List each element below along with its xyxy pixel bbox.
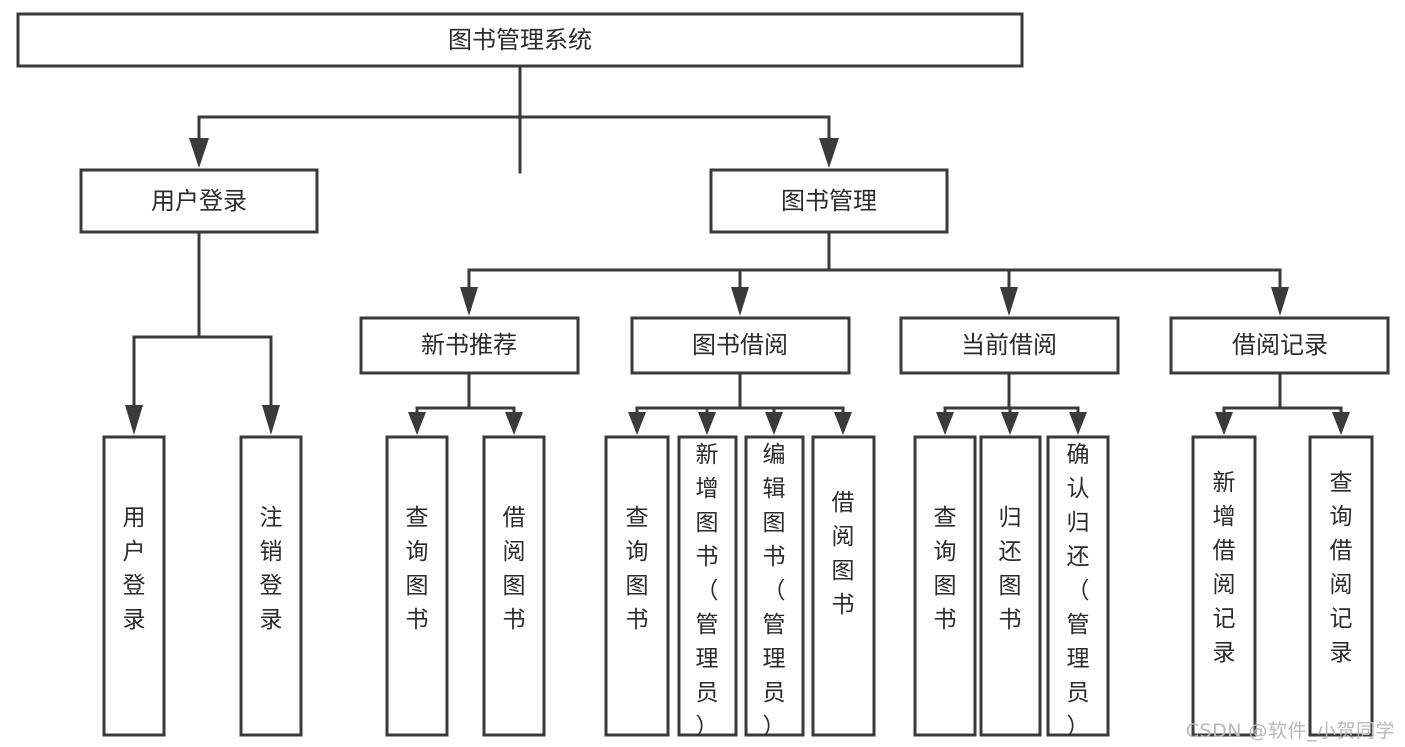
node-label-current-borrow: 当前借阅 [961,331,1057,359]
node-label-leaf-logout: 注销登录 [260,505,283,633]
arrow-newbook [460,287,478,316]
node-label-leaf-user-login: 用户登录 [123,505,146,633]
node-label-user-login: 用户登录 [151,187,247,215]
node-book-management[interactable]: 图书管理 [709,168,949,234]
node-leaf-borrow-book-2[interactable]: 借阅图书 [811,435,876,737]
arrow-nb2 [505,412,523,435]
node-box [1169,316,1390,375]
node-label-leaf-query-borrow-record: 查询借阅记录 [1330,470,1353,666]
node-box [482,435,546,737]
arrow-bb3 [765,412,783,435]
arrow-current [1000,287,1018,316]
node-label-leaf-query-book-1: 查询图书 [406,505,429,633]
node-box [1046,435,1110,737]
node-leaf-confirm-return-admin[interactable]: 确认归还（管理员） [1046,435,1110,740]
arrow-records [1271,287,1289,316]
node-label-book-borrow: 图书借阅 [692,331,788,359]
arrow-bb1 [628,412,646,435]
node-leaf-add-book-admin[interactable]: 新增图书（管理员） [677,435,738,740]
node-box [899,316,1120,375]
node-box [16,12,1024,68]
node-borrow-records[interactable]: 借阅记录 [1169,316,1390,375]
node-box [630,316,851,375]
node-label-borrow-records: 借阅记录 [1232,331,1328,359]
node-leaf-logout[interactable]: 注销登录 [239,435,303,737]
node-box [979,435,1042,737]
node-label-leaf-edit-book-admin: 编辑图书（管理员） [763,442,786,740]
node-box [604,435,670,737]
node-leaf-query-book-2[interactable]: 查询图书 [604,435,670,737]
node-leaf-edit-book-admin[interactable]: 编辑图书（管理员） [744,435,805,740]
node-box [811,435,876,737]
arrow-nb1 [408,412,426,435]
node-label-leaf-confirm-return-admin: 确认归还（管理员） [1067,442,1090,740]
node-box [239,435,303,737]
node-leaf-add-borrow-record[interactable]: 新增借阅记录 [1191,435,1257,737]
edge-group-current-children [936,371,1087,435]
edge-group-userlogin-children [125,230,280,435]
node-user-login[interactable]: 用户登录 [79,168,319,234]
node-leaf-borrow-book-1[interactable]: 借阅图书 [482,435,546,737]
node-box [709,168,949,234]
node-label-leaf-add-borrow-record: 新增借阅记录 [1213,470,1236,666]
edge-group-bookmanage-children [460,230,1289,316]
arrow-book-manage [819,138,839,168]
node-label-leaf-borrow-book-2: 借阅图书 [832,490,855,618]
node-label-leaf-borrow-book-1: 借阅图书 [503,505,526,633]
edge-group-newbook-children [408,371,523,435]
node-label-book-management: 图书管理 [781,187,877,215]
node-leaf-return-book[interactable]: 归还图书 [979,435,1042,737]
arrow-cb2 [1001,412,1019,435]
node-box [102,435,166,737]
node-box [1308,435,1374,737]
csdn-watermark: CSDN @软件_小贺同学 [1185,720,1395,742]
arrow-leaf-logout [262,405,280,435]
edge-group-records-children [1215,371,1350,435]
node-box [359,316,580,375]
node-leaf-query-book-1[interactable]: 查询图书 [385,435,449,737]
node-label-leaf-query-book-3: 查询图书 [934,505,957,633]
node-label-new-book-recommend: 新书推荐 [421,331,517,359]
arrow-leaf-userlogin [125,405,143,435]
edge-group-borrow-children [628,371,852,435]
node-label-leaf-return-book: 归还图书 [999,505,1022,633]
edge-group-root-to-level2 [189,64,839,174]
arrow-bb2 [698,412,716,435]
arrow-cb3 [1069,412,1087,435]
node-new-book-recommend[interactable]: 新书推荐 [359,316,580,375]
node-leaf-query-borrow-record[interactable]: 查询借阅记录 [1308,435,1374,737]
node-box [79,168,319,234]
node-current-borrow[interactable]: 当前借阅 [899,316,1120,375]
arrow-user-login [189,138,209,168]
node-box [1191,435,1257,737]
node-label-root: 图书管理系统 [448,26,592,54]
node-leaf-query-book-3[interactable]: 查询图书 [913,435,977,737]
node-leaf-user-login[interactable]: 用户登录 [102,435,166,737]
arrow-cb1 [936,412,954,435]
node-label-leaf-query-book-2: 查询图书 [626,505,649,633]
arrow-bb4 [834,412,852,435]
node-box [385,435,449,737]
node-box [677,435,738,737]
arrow-rb2 [1332,412,1350,435]
node-box [913,435,977,737]
arrow-rb1 [1215,412,1233,435]
node-book-borrow[interactable]: 图书借阅 [630,316,851,375]
arrow-borrow [731,287,749,316]
node-box [744,435,805,737]
node-root-book-management-system[interactable]: 图书管理系统 [16,12,1024,68]
node-label-leaf-add-book-admin: 新增图书（管理员） [696,442,719,740]
